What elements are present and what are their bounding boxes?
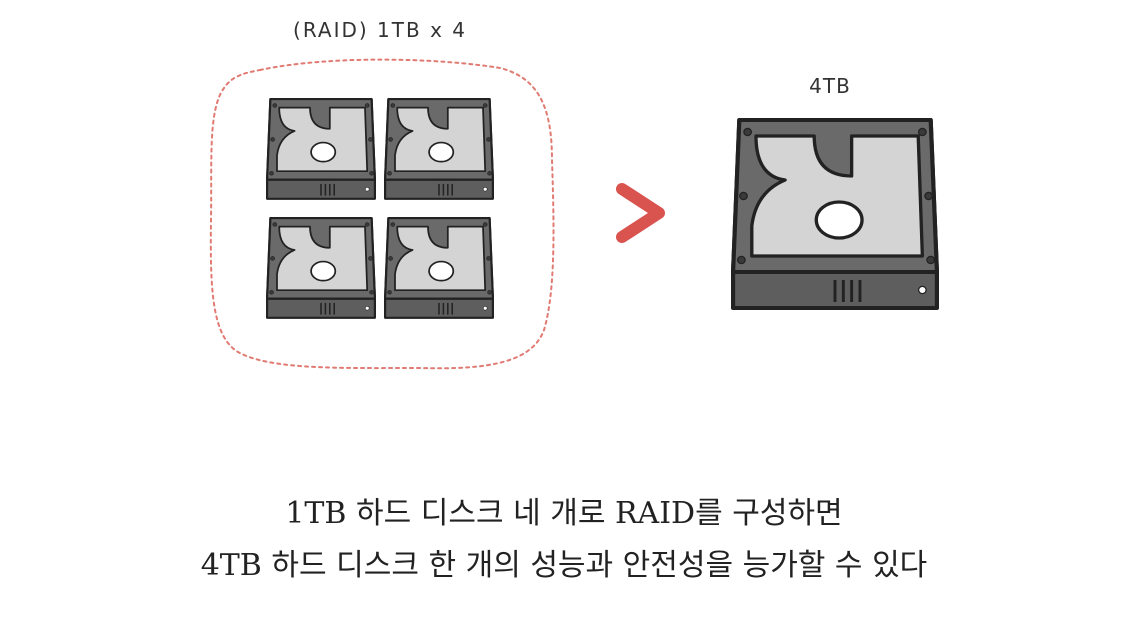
hdd-1tb-icon [266, 98, 376, 200]
raid-group-label: (RAID) 1TB x 4 [293, 18, 467, 42]
caption: 1TB 하드 디스크 네 개로 RAID를 구성하면 4TB 하드 디스크 한 … [0, 488, 1128, 592]
caption-line-1: 1TB 하드 디스크 네 개로 RAID를 구성하면 [285, 496, 843, 531]
raid-group-border [209, 58, 555, 370]
hdd-1tb-icon [266, 217, 376, 319]
caption-line-2: 4TB 하드 디스크 한 개의 성능과 안전성을 능가할 수 있다 [200, 548, 928, 583]
hdd-1tb-icon [384, 98, 494, 200]
single-drive-label: 4TB [809, 74, 851, 98]
hdd-1tb-icon [384, 217, 494, 319]
hdd-4tb-icon [733, 120, 937, 308]
greater-than-icon [616, 183, 665, 243]
